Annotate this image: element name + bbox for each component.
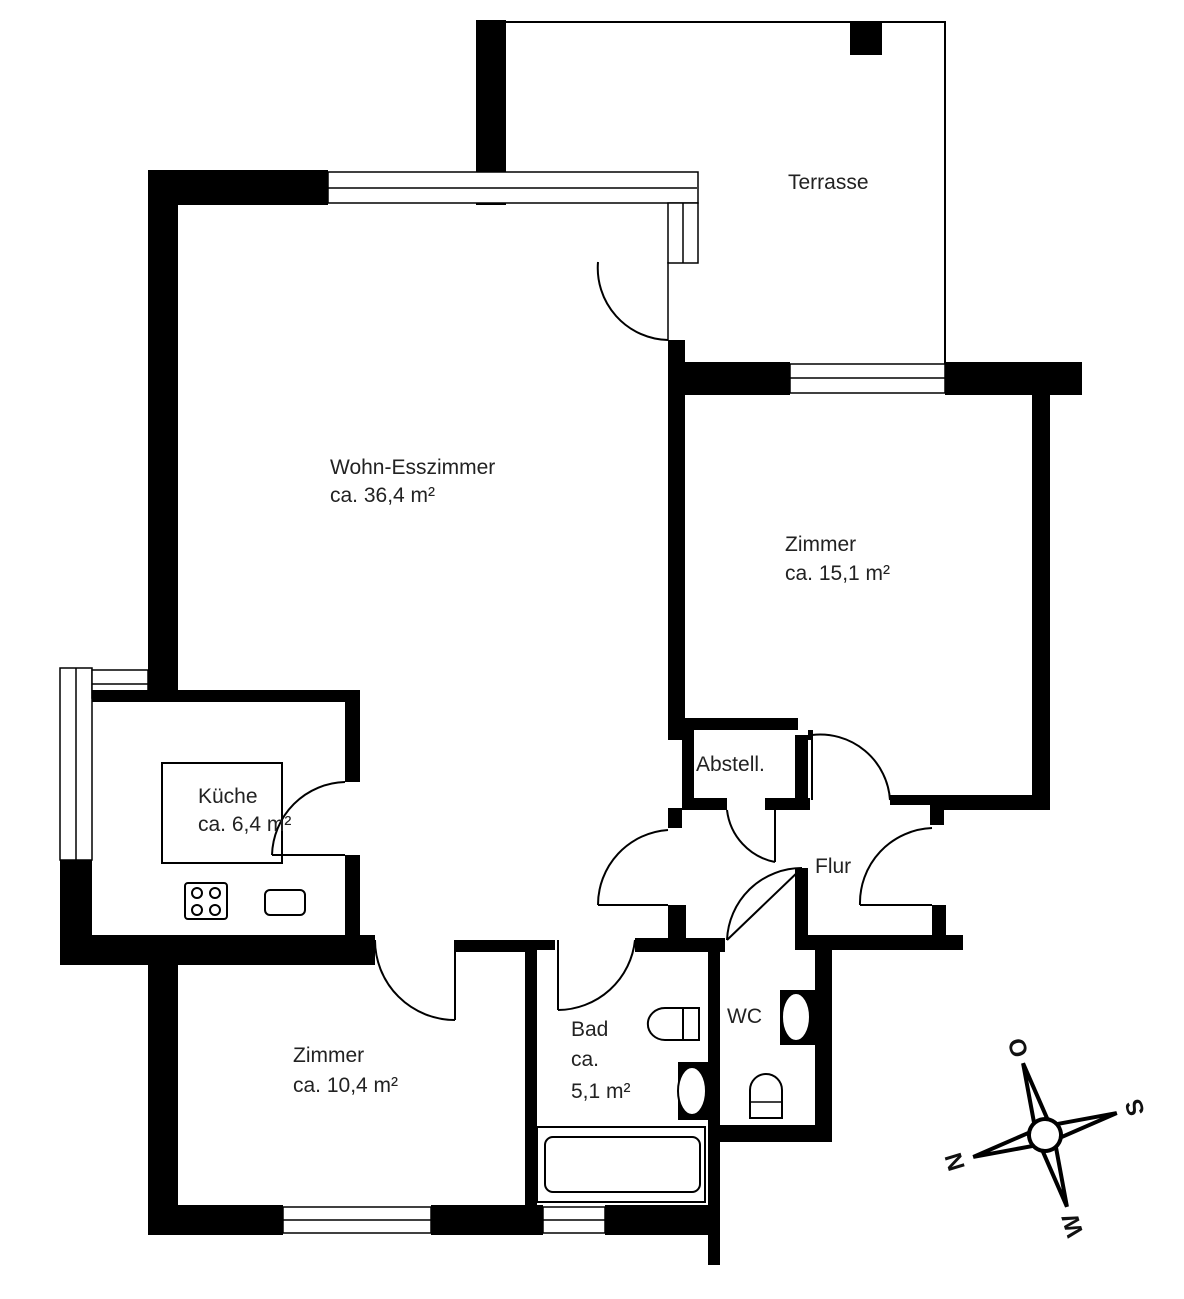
sink-icon xyxy=(264,889,306,916)
toilet-icon xyxy=(646,1007,700,1041)
room-area-wohn: ca. 36,4 m² xyxy=(330,484,435,507)
washbasin-icon xyxy=(781,992,811,1042)
stove-icon xyxy=(184,882,228,920)
room-label-bad: Bad xyxy=(571,1018,608,1041)
room-area-zimmer2: ca. 10,4 m² xyxy=(293,1074,398,1097)
compass-west: W xyxy=(1057,1210,1090,1240)
compass-rose: O S N W xyxy=(940,1035,1151,1241)
doors xyxy=(271,261,933,1021)
room-label-kueche: Küche xyxy=(198,785,258,808)
room-area-kueche: ca. 6,4 m² xyxy=(198,813,291,836)
room-label-abstell: Abstell. xyxy=(696,753,765,776)
room-label-flur: Flur xyxy=(815,855,851,878)
room-label-zimmer2: Zimmer xyxy=(293,1044,364,1067)
toilet-icon xyxy=(749,1073,783,1119)
room-area-zimmer1: ca. 15,1 m² xyxy=(785,562,890,585)
room-label-terrasse: Terrasse xyxy=(788,171,869,194)
room-label-zimmer1: Zimmer xyxy=(785,533,856,556)
room-ca-bad: ca. xyxy=(571,1048,599,1071)
room-label-wc: WC xyxy=(727,1005,762,1028)
compass-east: O xyxy=(1003,1035,1034,1061)
compass-north: N xyxy=(940,1149,971,1173)
washbasin-icon xyxy=(677,1066,707,1116)
room-label-wohn: Wohn-Esszimmer xyxy=(330,456,495,479)
compass-south: S xyxy=(1120,1096,1151,1119)
room-area-bad: 5,1 m² xyxy=(571,1080,631,1103)
